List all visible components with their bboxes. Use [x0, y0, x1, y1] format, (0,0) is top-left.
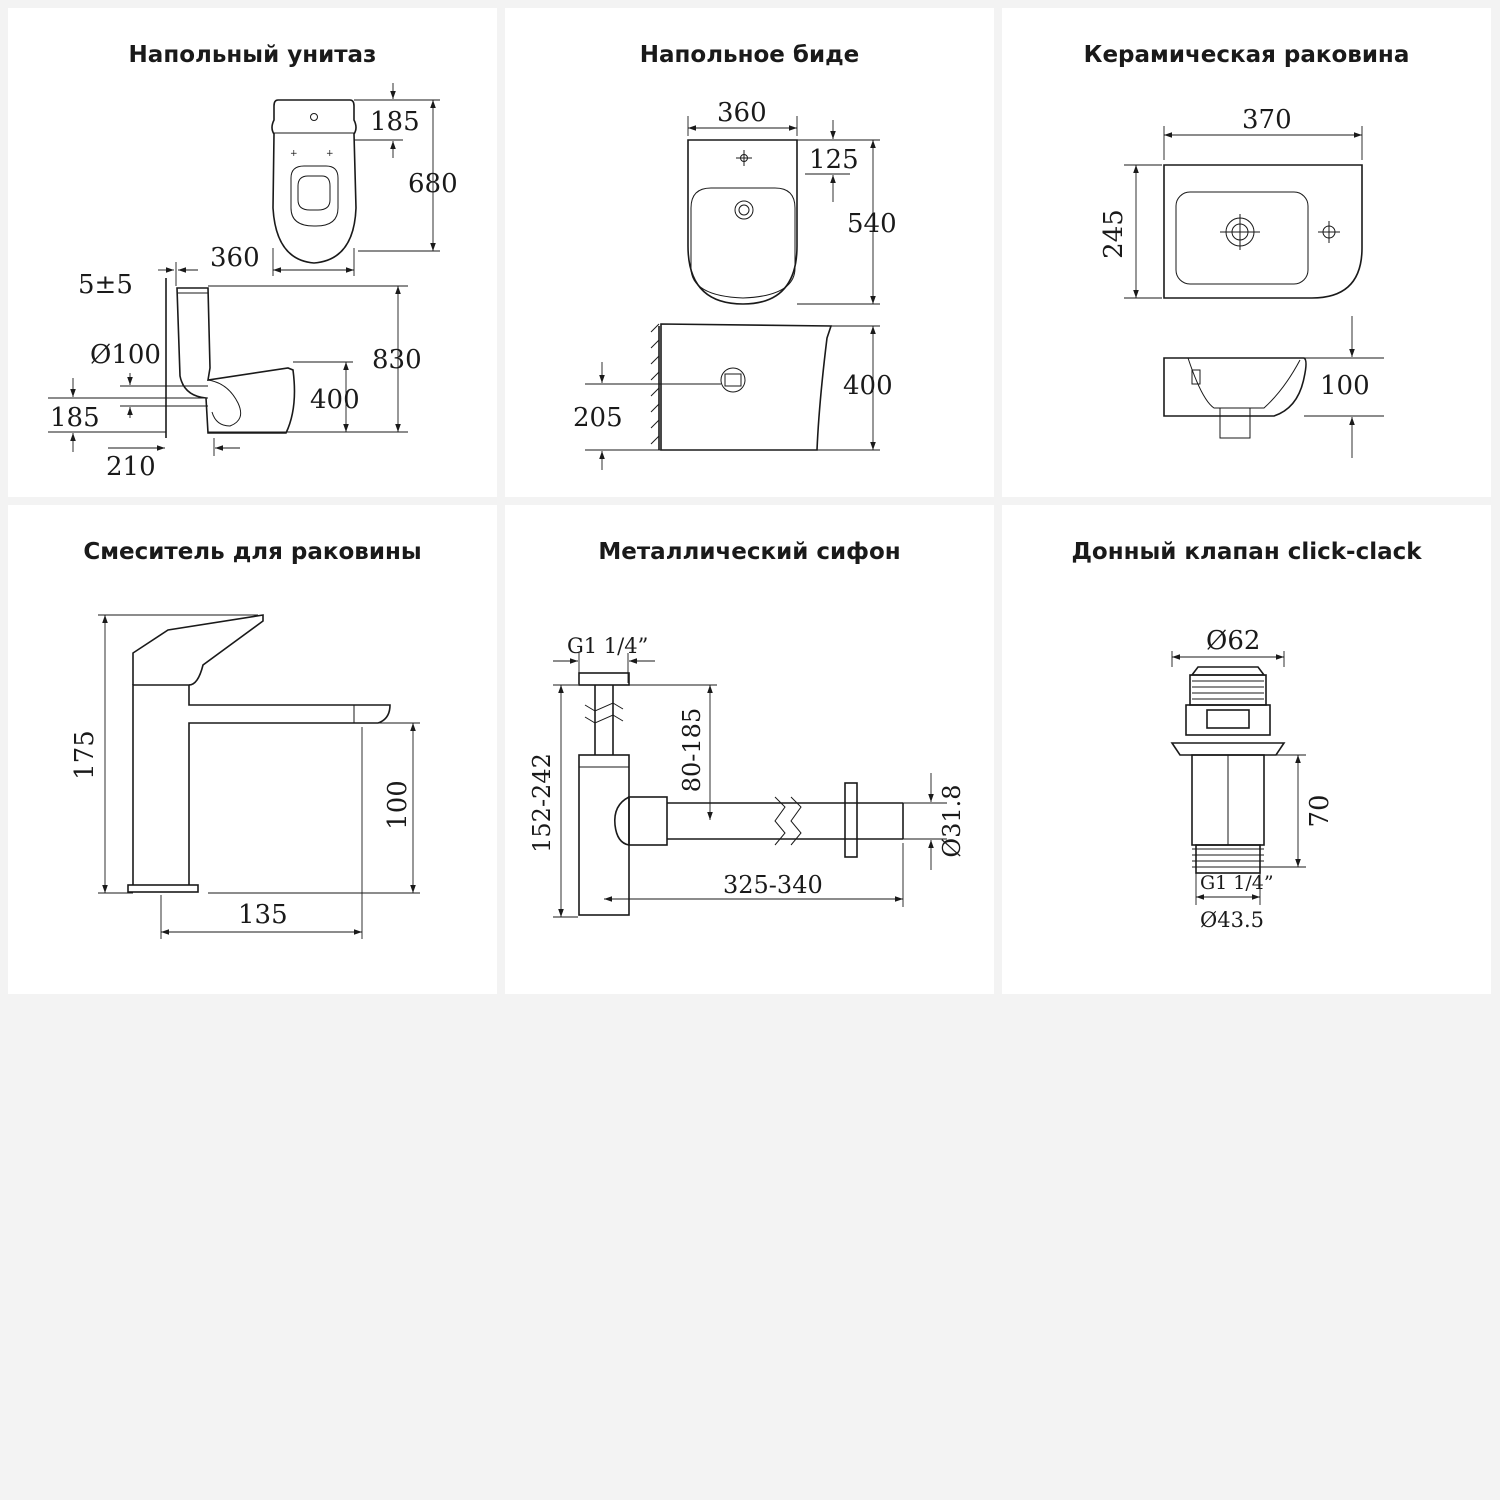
toilet-side-view [176, 287, 296, 434]
drain-dim-70: 70 [1305, 794, 1335, 827]
faucet-dim-175: 175 [70, 730, 100, 780]
siphon-drawing: G1 1/4” 80-185 152-242 Ø31.8 325-340 [528, 634, 966, 918]
faucet-drawing: 175 100 135 [70, 614, 420, 939]
faucet-panel: Смеситель для раковины 175 100 135 [8, 505, 497, 994]
toilet-drawing: + + 185 680 360 5±5 830 400 Ø100 [48, 83, 458, 482]
bidet-panel: Напольное биде 360 125 540 205 [505, 8, 994, 497]
drain-dim-d62: Ø62 [1206, 626, 1260, 656]
sink-title: Керамическая раковина [1083, 42, 1410, 68]
faucet-lever [132, 614, 264, 686]
bidet-dim-360: 360 [717, 98, 767, 128]
bidet-top-view [687, 139, 798, 305]
bidet-dim-125: 125 [809, 145, 859, 175]
faucet-dim-135: 135 [238, 900, 288, 930]
toilet-dim-d100: Ø100 [90, 340, 161, 370]
toilet-title: Напольный унитаз [128, 42, 377, 68]
sink-dim-245: 245 [1099, 209, 1129, 259]
sink-dim-370: 370 [1242, 105, 1292, 135]
drain-title: Донный клапан click-clack [1071, 539, 1422, 565]
toilet-dim-185-top: 185 [370, 107, 420, 137]
siphon-rosette [844, 782, 858, 858]
sink-drawing: 370 245 100 [1099, 105, 1384, 458]
toilet-dim-210: 210 [106, 452, 156, 482]
siphon-dim-80-185: 80-185 [678, 708, 706, 792]
toilet-dim-5pm5: 5±5 [78, 270, 133, 300]
toilet-dim-185-side: 185 [50, 403, 100, 433]
toilet-panel: Напольный унитаз + + 185 680 360 5±5 [8, 8, 497, 497]
drain-dim-d43-5: Ø43.5 [1200, 908, 1264, 932]
drain-drawing: Ø62 70 G1 1/4” Ø43.5 [1170, 626, 1335, 932]
siphon-title: Металлический сифон [598, 539, 901, 565]
toilet-top-view [271, 99, 357, 264]
drain-flange [1170, 742, 1286, 756]
sink-side-view [1163, 357, 1307, 417]
siphon-dim-d31-8: Ø31.8 [938, 784, 966, 857]
siphon-bottle [578, 754, 630, 916]
drain-housing [1185, 704, 1271, 736]
bidet-dim-540: 540 [847, 209, 897, 239]
faucet-body [132, 684, 391, 889]
toilet-dim-360: 360 [210, 243, 260, 273]
siphon-dim-152-242: 152-242 [528, 753, 556, 853]
faucet-dim-100: 100 [383, 780, 413, 830]
faucet-title: Смеситель для раковины [83, 539, 422, 565]
sink-dim-100: 100 [1320, 371, 1370, 401]
bidet-drawing: 360 125 540 205 400 [573, 98, 897, 470]
siphon-panel: Металлический сифон G1 1/4” 80-185 152-2… [505, 505, 994, 994]
sink-top-view [1163, 164, 1363, 299]
toilet-dim-400: 400 [310, 385, 360, 415]
siphon-top-nut [578, 672, 630, 686]
sink-panel: Керамическая раковина 370 245 100 [1002, 8, 1491, 497]
toilet-dim-830: 830 [372, 345, 422, 375]
drain-dim-g114: G1 1/4” [1200, 872, 1274, 894]
svg-text:+: + [326, 149, 334, 159]
bidet-dim-205: 205 [573, 403, 623, 433]
drain-panel: Донный клапан click-clack Ø62 70 G1 1/4”… [1002, 505, 1491, 994]
siphon-dim-325-340: 325-340 [723, 871, 823, 899]
drain-cap [1190, 666, 1266, 676]
bidet-dim-400: 400 [843, 371, 893, 401]
toilet-dim-680: 680 [408, 169, 458, 199]
bidet-side-view [660, 323, 833, 451]
svg-text:+: + [290, 149, 298, 159]
bidet-title: Напольное биде [639, 42, 860, 68]
siphon-dim-g114: G1 1/4” [567, 634, 648, 658]
